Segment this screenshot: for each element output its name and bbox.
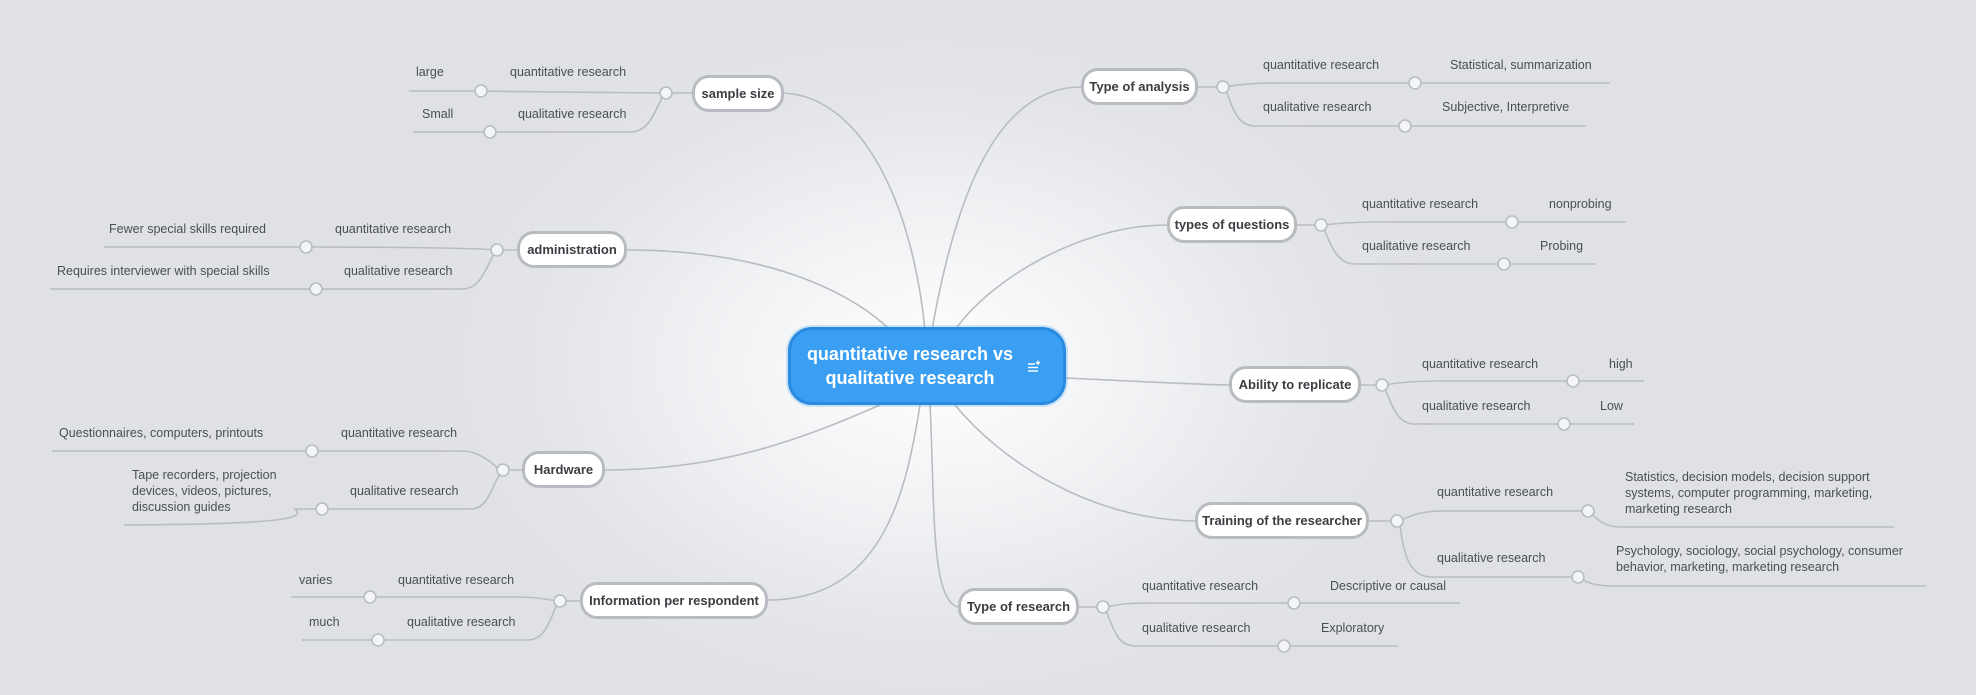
topic-title: Ability to replicate <box>1238 377 1352 392</box>
branch-value[interactable]: Statistics, decision models, decision su… <box>1625 470 1873 516</box>
topic-title: Type of analysis <box>1089 79 1190 94</box>
branch-value[interactable]: Psychology, sociology, social psychology… <box>1616 544 1903 574</box>
topic-training-of-the-researcher[interactable]: Training of the researcher <box>1195 502 1369 539</box>
branch-label[interactable]: quantitative research <box>1263 58 1380 72</box>
branch-value[interactable]: Statistical, summarization <box>1450 58 1592 72</box>
topic-title: Type of research <box>966 599 1071 614</box>
branch-value[interactable]: Exploratory <box>1321 621 1385 635</box>
branch-value[interactable]: Tape recorders, projection devices, vide… <box>132 468 277 514</box>
branch-label[interactable]: qualitative research <box>1142 621 1251 635</box>
branch-value[interactable]: Fewer special skills required <box>109 222 267 236</box>
branch-label[interactable]: qualitative research <box>350 484 459 498</box>
branch-value[interactable]: Subjective, Interpretive <box>1442 100 1570 114</box>
branch-label[interactable]: quantitative research <box>1422 357 1539 371</box>
topic-types-of-questions[interactable]: types of questions <box>1167 206 1297 243</box>
topic-administration[interactable]: administration <box>517 231 627 268</box>
branch-label[interactable]: quantitative research <box>1437 485 1554 499</box>
branch-value[interactable]: high <box>1609 357 1633 371</box>
branch-label[interactable]: qualitative research <box>518 107 627 121</box>
branch-label[interactable]: quantitative research <box>1142 579 1259 593</box>
topic-title: sample size <box>701 86 775 101</box>
branch-label[interactable]: quantitative research <box>398 573 515 587</box>
branch-value[interactable]: Questionnaires, computers, printouts <box>59 426 264 440</box>
branch-label[interactable]: qualitative research <box>1437 551 1546 565</box>
topic-hardware[interactable]: Hardware <box>522 451 605 488</box>
branch-value[interactable]: Low <box>1600 399 1623 413</box>
branch-value[interactable]: nonprobing <box>1549 197 1612 211</box>
branch-value[interactable]: Requires interviewer with special skills <box>57 264 270 278</box>
branch-value[interactable]: Small <box>422 107 454 121</box>
branch-label[interactable]: quantitative research <box>335 222 452 236</box>
topic-title: types of questions <box>1174 217 1290 232</box>
topic-title: Information per respondent <box>589 593 759 608</box>
branch-label[interactable]: quantitative research <box>510 65 627 79</box>
topic-sample-size[interactable]: sample size <box>692 75 784 112</box>
branch-label[interactable]: qualitative research <box>407 615 516 629</box>
topic-title: administration <box>527 242 617 257</box>
topic-type-of-research[interactable]: Type of research <box>958 588 1079 625</box>
branch-label[interactable]: quantitative research <box>1362 197 1479 211</box>
branch-value[interactable]: Probing <box>1540 239 1584 253</box>
branch-value[interactable]: large <box>416 65 444 79</box>
topic-information-per-respondent[interactable]: Information per respondent <box>580 582 768 619</box>
central-topic[interactable]: quantitative research vs qualitative res… <box>788 327 1066 405</box>
branch-label[interactable]: qualitative research <box>1263 100 1372 114</box>
branch-value[interactable]: Descriptive or causal <box>1330 579 1447 593</box>
notes-icon[interactable] <box>1027 360 1041 374</box>
topic-title: Training of the researcher <box>1202 513 1362 528</box>
branch-value[interactable]: much <box>309 615 340 629</box>
branch-label[interactable]: qualitative research <box>1362 239 1471 253</box>
branch-label[interactable]: qualitative research <box>1422 399 1531 413</box>
topic-type-of-analysis[interactable]: Type of analysis <box>1081 68 1198 105</box>
topic-title: Hardware <box>533 462 594 477</box>
topic-ability-to-replicate[interactable]: Ability to replicate <box>1229 366 1361 403</box>
branch-label[interactable]: qualitative research <box>344 264 453 278</box>
central-topic-label: quantitative research vs qualitative res… <box>806 344 1014 388</box>
branch-value[interactable]: varies <box>299 573 333 587</box>
branch-label[interactable]: quantitative research <box>341 426 458 440</box>
